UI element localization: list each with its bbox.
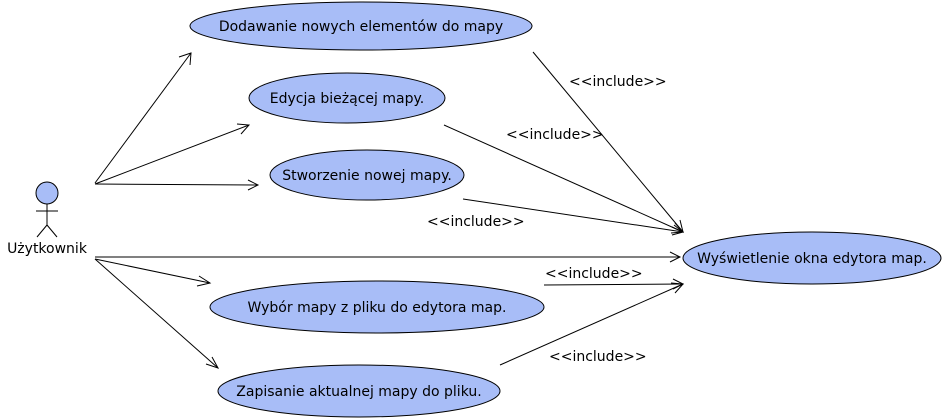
include-label-add: <<include>> [569,74,667,90]
include-label-create: <<include>> [427,214,525,230]
use-case-label: Stworzenie nowej mapy. [282,168,452,184]
use-case-label: Zapisanie aktualnej mapy do pliku. [236,384,481,400]
include-save [499,282,685,366]
use-case-label: Wyświetlenie okna edytora map. [697,251,927,267]
use-case-display[interactable]: Wyświetlenie okna edytora map. [682,231,942,285]
actor-name: Użytkownik [7,241,88,257]
association-edit [94,123,251,185]
association-display [95,251,682,263]
association-save [94,258,220,369]
actor-right-leg [46,224,58,238]
use-case-add[interactable]: Dodawanie nowych elementów do mapy [189,1,533,51]
association-choose [94,258,212,287]
actor-head [35,181,59,205]
include-create [462,198,685,236]
use-case-save[interactable]: Zapisanie aktualnej mapy do pliku. [217,364,501,418]
include-label-edit: <<include>> [506,127,604,143]
include-label-save: <<include>> [549,349,647,365]
actor-figure [35,181,59,238]
association-add [94,52,192,184]
include-label-choose: <<include>> [545,266,643,282]
association-create [94,179,260,191]
use-case-label: Wybór mapy z pliku do edytora map. [248,300,507,316]
use-case-choose[interactable]: Wybór mapy z pliku do edytora map. [209,280,545,334]
actor-left-leg [36,224,48,238]
use-case-label: Edycja bieżącej mapy. [270,91,424,107]
use-case-label: Dodawanie nowych elementów do mapy [219,19,503,35]
use-case-edit[interactable]: Edycja bieżącej mapy. [248,72,446,124]
use-case-create[interactable]: Stworzenie nowej mapy. [269,149,465,201]
